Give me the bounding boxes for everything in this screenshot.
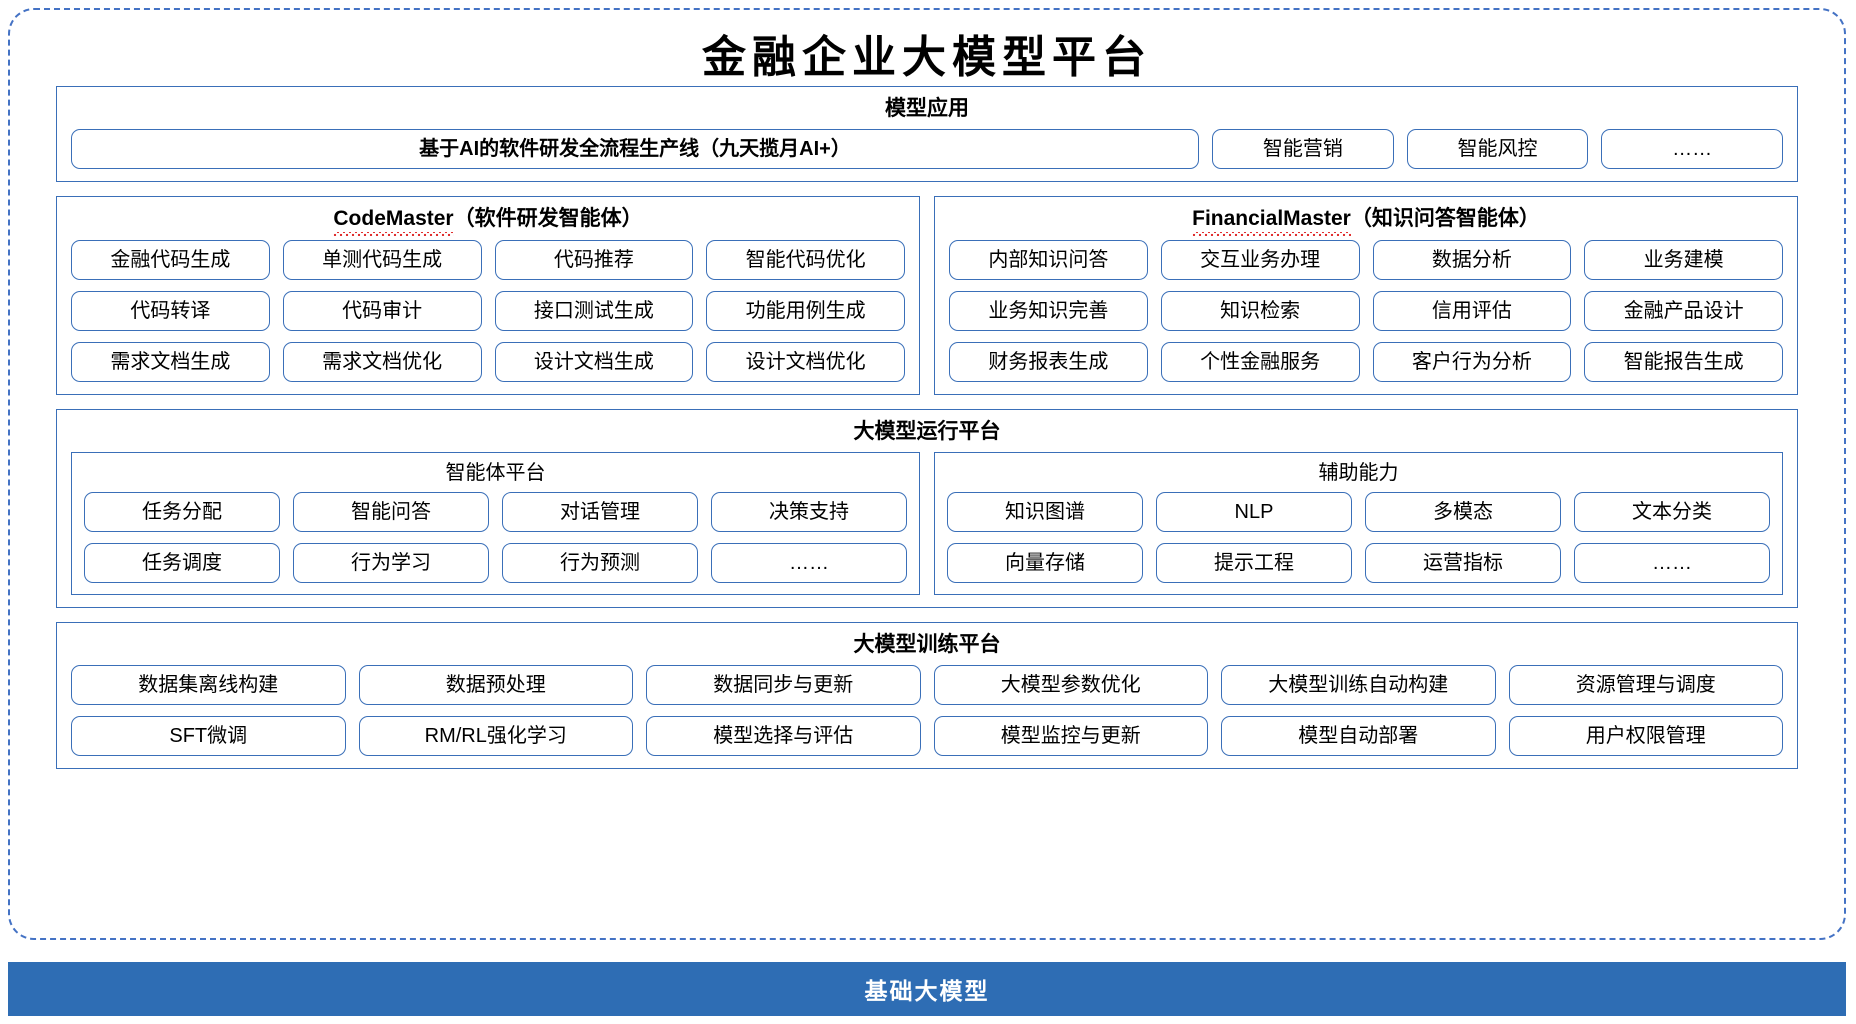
financialmaster-item[interactable]: 数据分析 — [1372, 239, 1572, 280]
training-item[interactable]: 模型自动部署 — [1221, 716, 1496, 756]
training-item[interactable]: 大模型训练自动构建 — [1221, 665, 1496, 705]
section-title-runtime-platform: 大模型运行平台 — [853, 419, 1001, 443]
codemaster-name-latin: CodeMaster — [333, 206, 454, 236]
agent-platform-item[interactable]: 行为预测 — [502, 542, 698, 583]
codemaster-item[interactable]: 需求文档生成 — [71, 341, 270, 382]
agent-platform-item[interactable]: 任务分配 — [84, 491, 280, 532]
financialmaster-row-3: 财务报表生成 个性金融服务 客户行为分析 智能报告生成 — [949, 341, 1783, 382]
training-item[interactable]: 资源管理与调度 — [1508, 665, 1783, 705]
training-item[interactable]: 数据预处理 — [358, 665, 633, 705]
app-item-smart-risk-control[interactable]: 智能风控 — [1406, 129, 1589, 170]
codemaster-row-1: 金融代码生成 单测代码生成 代码推荐 智能代码优化 — [71, 239, 905, 280]
agent-platform-item[interactable]: 任务调度 — [84, 542, 280, 583]
codemaster-name-cn: （软件研发智能体） — [453, 207, 643, 231]
section-runtime-platform: 大模型运行平台 智能体平台 任务分配 智能问答 对话管理 决策支持 任务调度 行… — [56, 408, 1798, 608]
section-title-model-application: 模型应用 — [885, 97, 969, 120]
codemaster-item[interactable]: 代码推荐 — [494, 239, 694, 280]
financialmaster-row-2: 业务知识完善 知识检索 信用评估 金融产品设计 — [949, 290, 1783, 331]
codemaster-item[interactable]: 金融代码生成 — [71, 239, 270, 280]
financialmaster-name-latin: FinancialMaster — [1192, 206, 1351, 236]
auxiliary-row-2: 向量存储 提示工程 运营指标 …… — [947, 542, 1770, 583]
training-item[interactable]: 数据集离线构建 — [71, 665, 346, 705]
codemaster-row-3: 需求文档生成 需求文档优化 设计文档生成 设计文档优化 — [71, 341, 905, 382]
financialmaster-row-1: 内部知识问答 交互业务办理 数据分析 业务建模 — [949, 239, 1783, 280]
codemaster-item[interactable]: 代码转译 — [71, 290, 270, 331]
section-title-financialmaster: FinancialMaster（知识问答智能体） — [949, 206, 1783, 239]
codemaster-item[interactable]: 单测代码生成 — [282, 239, 482, 280]
training-row-2: SFT微调 RM/RL强化学习 模型选择与评估 模型监控与更新 模型自动部署 用… — [71, 716, 1783, 756]
auxiliary-item[interactable]: NLP — [1156, 491, 1352, 532]
app-layer-items: 基于AI的软件研发全流程生产线（九天揽月AI+） 智能营销 智能风控 …… — [71, 129, 1784, 170]
app-item-smart-marketing[interactable]: 智能营销 — [1212, 129, 1394, 170]
financialmaster-item[interactable]: 智能报告生成 — [1584, 341, 1783, 382]
auxiliary-item[interactable]: 多模态 — [1365, 491, 1561, 532]
training-item[interactable]: RM/RL强化学习 — [358, 716, 633, 756]
base-model-bar: 基础大模型 — [8, 962, 1846, 1016]
codemaster-item[interactable]: 设计文档生成 — [494, 341, 694, 382]
financialmaster-item[interactable]: 财务报表生成 — [949, 341, 1148, 382]
training-item[interactable]: 用户权限管理 — [1508, 716, 1783, 756]
agent-platform-item[interactable]: 对话管理 — [502, 491, 698, 532]
auxiliary-item[interactable]: 提示工程 — [1156, 542, 1352, 583]
codemaster-item[interactable]: 接口测试生成 — [494, 290, 694, 331]
codemaster-item[interactable]: 代码审计 — [282, 290, 482, 331]
panel-title-agent-platform: 智能体平台 — [445, 461, 546, 484]
training-row-1: 数据集离线构建 数据预处理 数据同步与更新 大模型参数优化 大模型训练自动构建 … — [71, 665, 1783, 705]
agent-platform-item[interactable]: 智能问答 — [293, 491, 489, 532]
agent-platform-row-2: 任务调度 行为学习 行为预测 …… — [84, 542, 907, 583]
training-item[interactable]: 大模型参数优化 — [933, 665, 1208, 705]
financialmaster-item[interactable]: 金融产品设计 — [1584, 290, 1783, 331]
auxiliary-item[interactable]: 知识图谱 — [947, 491, 1143, 532]
agent-platform-item-more[interactable]: …… — [711, 542, 907, 583]
auxiliary-row-1: 知识图谱 NLP 多模态 文本分类 — [947, 491, 1770, 532]
section-training-platform: 大模型训练平台 数据集离线构建 数据预处理 数据同步与更新 大模型参数优化 大模… — [56, 621, 1798, 769]
agent-platform-item[interactable]: 行为学习 — [293, 542, 489, 583]
page-title: 金融企业大模型平台 — [702, 32, 1152, 83]
codemaster-item[interactable]: 设计文档优化 — [706, 341, 905, 382]
panel-auxiliary-capability: 辅助能力 知识图谱 NLP 多模态 文本分类 向量存储 提示工程 运营指标 …… — [934, 451, 1783, 595]
training-item[interactable]: 模型选择与评估 — [646, 716, 921, 756]
auxiliary-item[interactable]: 运营指标 — [1365, 542, 1561, 583]
section-title-training-platform: 大模型训练平台 — [853, 632, 1001, 656]
platform-frame: 金融企业大模型平台 模型应用 基于AI的软件研发全流程生产线（九天揽月AI+） … — [8, 8, 1846, 940]
agent-columns: CodeMaster（软件研发智能体） 金融代码生成 单测代码生成 代码推荐 智… — [56, 196, 1798, 395]
panel-agent-platform: 智能体平台 任务分配 智能问答 对话管理 决策支持 任务调度 行为学习 行为预测… — [71, 451, 920, 595]
financialmaster-item[interactable]: 信用评估 — [1372, 290, 1572, 331]
financialmaster-item[interactable]: 业务建模 — [1584, 239, 1783, 280]
codemaster-item[interactable]: 功能用例生成 — [706, 290, 905, 331]
financialmaster-item[interactable]: 内部知识问答 — [949, 239, 1148, 280]
runtime-panels: 智能体平台 任务分配 智能问答 对话管理 决策支持 任务调度 行为学习 行为预测… — [71, 451, 1783, 595]
app-item-ai-rnd-pipeline[interactable]: 基于AI的软件研发全流程生产线（九天揽月AI+） — [71, 129, 1199, 170]
auxiliary-item[interactable]: 文本分类 — [1574, 491, 1770, 532]
section-title-codemaster: CodeMaster（软件研发智能体） — [71, 206, 905, 239]
financialmaster-item[interactable]: 个性金融服务 — [1160, 341, 1360, 382]
base-model-label: 基础大模型 — [864, 978, 990, 1004]
section-financialmaster: FinancialMaster（知识问答智能体） 内部知识问答 交互业务办理 数… — [934, 196, 1798, 395]
financialmaster-item[interactable]: 客户行为分析 — [1372, 341, 1572, 382]
agent-platform-row-1: 任务分配 智能问答 对话管理 决策支持 — [84, 491, 907, 532]
training-item[interactable]: 模型监控与更新 — [933, 716, 1208, 756]
training-item[interactable]: 数据同步与更新 — [646, 665, 921, 705]
codemaster-item[interactable]: 智能代码优化 — [706, 239, 905, 280]
financialmaster-name-cn: （知识问答智能体） — [1350, 207, 1540, 231]
auxiliary-item-more[interactable]: …… — [1574, 542, 1770, 583]
financialmaster-item[interactable]: 交互业务办理 — [1160, 239, 1360, 280]
section-model-application: 模型应用 基于AI的软件研发全流程生产线（九天揽月AI+） 智能营销 智能风控 … — [56, 86, 1798, 183]
codemaster-item[interactable]: 需求文档优化 — [282, 341, 482, 382]
panel-title-auxiliary-capability: 辅助能力 — [1318, 461, 1399, 484]
financialmaster-item[interactable]: 知识检索 — [1160, 290, 1360, 331]
app-item-more[interactable]: …… — [1601, 129, 1784, 170]
financialmaster-item[interactable]: 业务知识完善 — [949, 290, 1148, 331]
training-item[interactable]: SFT微调 — [71, 716, 346, 756]
agent-platform-item[interactable]: 决策支持 — [711, 491, 907, 532]
codemaster-row-2: 代码转译 代码审计 接口测试生成 功能用例生成 — [71, 290, 905, 331]
section-codemaster: CodeMaster（软件研发智能体） 金融代码生成 单测代码生成 代码推荐 智… — [56, 196, 920, 395]
auxiliary-item[interactable]: 向量存储 — [947, 542, 1143, 583]
